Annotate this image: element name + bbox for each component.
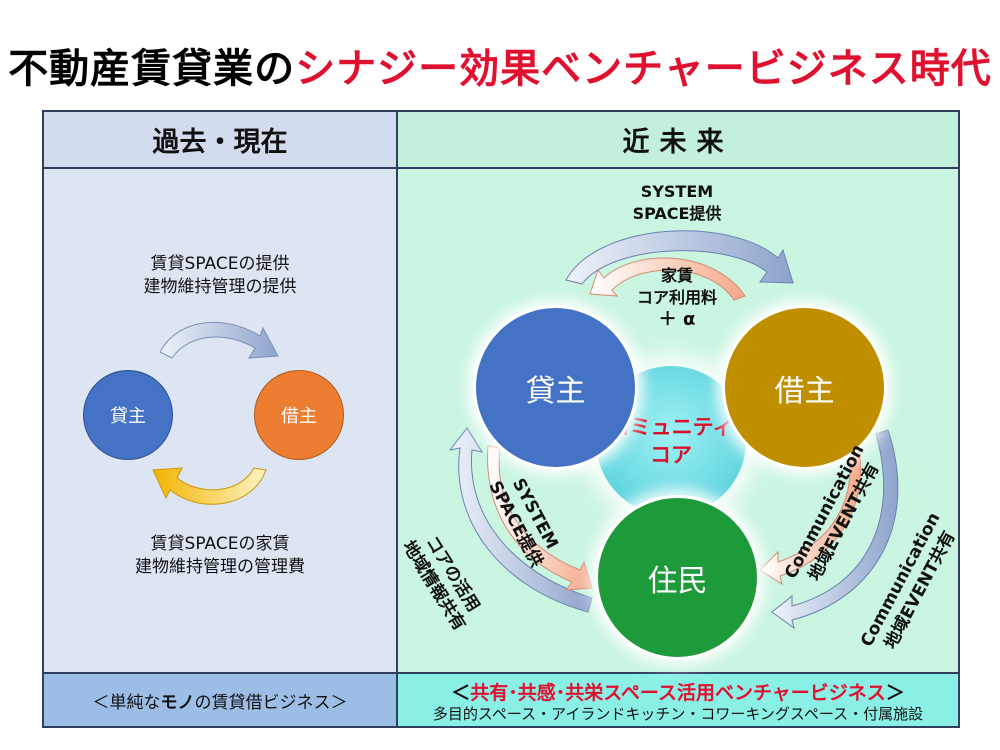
left-inner-arrow — [487, 445, 593, 591]
top-inner-arrow — [589, 257, 746, 301]
left-footer-post: の賃貸借ビジネス＞ — [194, 692, 348, 713]
left-top-text: 賃貸SPACEの提供 建物維持管理の提供 — [143, 254, 297, 297]
page-title: 不動産賃貸業のシナジー効果ベンチャービジネス時代 — [0, 36, 1000, 94]
right-footer-sub: 多目的スペース・アイランドキッチン・コワーキングスペース・付属施設 — [432, 705, 924, 723]
left-borrower-circle: 借主 — [254, 370, 344, 460]
past-present-header: 過去・現在 — [44, 112, 396, 169]
right-footer-main: ＜共有･共感･共栄スペース活用ベンチャービジネス＞ — [451, 682, 905, 704]
left-outer-arrow — [448, 427, 593, 613]
left-footer: ＜単純なモノの賃貸借ビジネス＞ — [44, 672, 396, 726]
title-black: 不動産賃貸業の — [8, 46, 296, 92]
left-lender-circle: 貸主 — [83, 370, 173, 460]
left-footer-pre: ＜単純な — [92, 692, 161, 713]
left-top-arrow — [159, 321, 279, 359]
left-bottom-arrow — [152, 467, 267, 505]
right-borrower-circle: 借主 — [722, 305, 887, 470]
top-system-label: SYSTEM SPACE提供 — [632, 182, 722, 223]
right-lender-circle: 貸主 — [473, 305, 638, 470]
right-footer: ＜共有･共感･共栄スペース活用ベンチャービジネス＞ 多目的スペース・アイランドキ… — [398, 672, 958, 726]
right-resident-circle: 住民 — [595, 495, 760, 660]
rent-label: 家賃 コア利用料 ＋ α — [636, 266, 718, 330]
left-footer-bold: モノ — [160, 692, 195, 713]
title-red: シナジー効果ベンチャービジネス時代 — [295, 46, 992, 92]
near-future-header: 近未来 — [398, 112, 958, 169]
right-outer-arrow — [771, 429, 899, 630]
left-bottom-text: 賃貸SPACEの家賃 建物維持管理の管理費 — [135, 534, 305, 577]
top-outer-arrow — [565, 230, 794, 285]
